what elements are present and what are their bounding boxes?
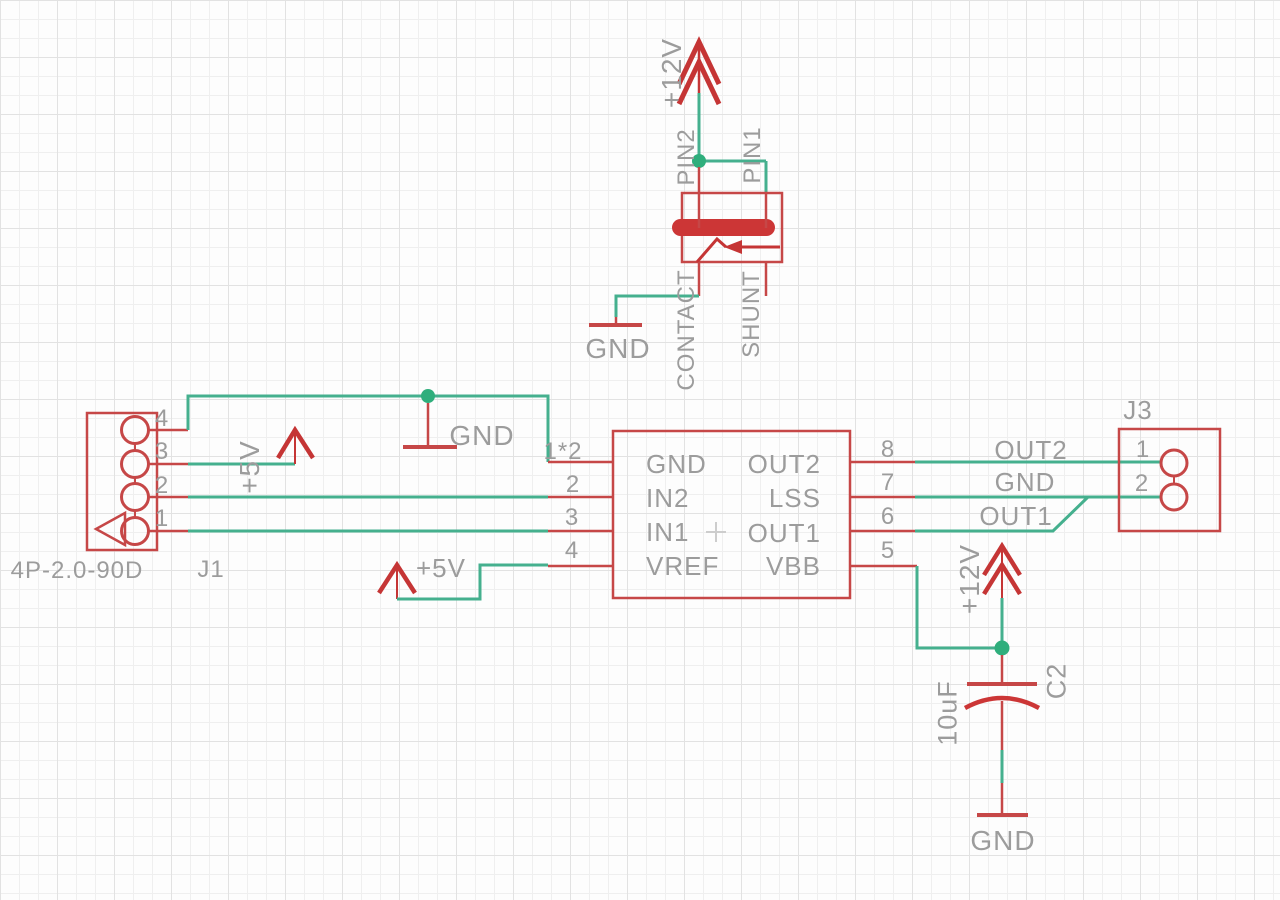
power-label-5v-vref: +5V bbox=[416, 553, 466, 583]
wire-12v-top[interactable] bbox=[697, 93, 768, 193]
j1-pin-number: 3 bbox=[154, 438, 170, 465]
c2-value: 10uF bbox=[932, 680, 963, 746]
gnd-symbol-jumper-icon[interactable] bbox=[589, 317, 642, 327]
net-label-out1: OUT1 bbox=[979, 501, 1053, 531]
gnd-symbol-input-icon[interactable] bbox=[403, 403, 457, 449]
j3-pin-number: 1 bbox=[1135, 436, 1151, 463]
ic-pin-name-out2: OUT2 bbox=[747, 449, 821, 479]
j1-pin-number: 1 bbox=[154, 505, 170, 532]
j3-refdes: J3 bbox=[1123, 395, 1153, 425]
power-flag-12v-top-icon[interactable] bbox=[676, 36, 722, 106]
j1-pin-number: 4 bbox=[154, 405, 170, 432]
jumper-pin2-label: PIN2 bbox=[673, 128, 700, 186]
ic-pin-name-in1: IN1 bbox=[646, 517, 690, 547]
ic-symbol[interactable] bbox=[548, 429, 917, 600]
ic-pin-name-vref: VREF bbox=[646, 551, 720, 581]
ic-pin-number: 6 bbox=[880, 503, 896, 530]
junction-dot bbox=[994, 640, 1010, 656]
ic-pin-number: 2 bbox=[565, 471, 581, 498]
power-label-12v-vbb: +12V bbox=[954, 543, 985, 615]
c2-refdes: C2 bbox=[1041, 662, 1072, 700]
j1-value: 4P-2.0-90D bbox=[10, 557, 144, 584]
ic-pin-number: 8 bbox=[880, 436, 896, 463]
jumper-shunt-label: SHUNT bbox=[738, 270, 765, 358]
wire-vref[interactable] bbox=[397, 563, 548, 601]
ic-pin-number: 1*2 bbox=[543, 438, 583, 465]
power-label-5v-in: +5V bbox=[234, 440, 265, 494]
ic-pin-number: 5 bbox=[880, 537, 896, 564]
jumper-pin1-label: PIN1 bbox=[739, 126, 766, 184]
gnd-label-input: GND bbox=[449, 420, 515, 451]
j3-pin-number: 2 bbox=[1134, 470, 1150, 497]
j1-refdes: J1 bbox=[197, 556, 225, 583]
junction-dot bbox=[692, 154, 706, 168]
gnd-symbol-cap-icon[interactable] bbox=[977, 783, 1028, 817]
wire-out1[interactable] bbox=[915, 495, 1090, 533]
ic-pin-name-lss: LSS bbox=[768, 483, 821, 513]
shunt-jumper-symbol[interactable] bbox=[672, 167, 784, 296]
power-flag-5v-in-icon[interactable] bbox=[276, 425, 315, 464]
j1-connector-symbol[interactable] bbox=[85, 411, 188, 552]
ic-pin-name-in2: IN2 bbox=[646, 483, 690, 513]
ic-pin-number: 7 bbox=[880, 469, 896, 496]
net-label-gnd: GND bbox=[994, 467, 1056, 497]
ic-pin-name-out1: OUT1 bbox=[747, 518, 821, 548]
capacitor-c2-symbol[interactable] bbox=[963, 655, 1041, 750]
ic-pin-number: 3 bbox=[564, 504, 580, 531]
power-flag-12v-vbb-icon[interactable] bbox=[982, 541, 1022, 598]
ic-pin-name-vbb: VBB bbox=[765, 551, 821, 581]
wire-vbb[interactable] bbox=[915, 566, 1004, 783]
j3-connector-symbol[interactable] bbox=[1117, 427, 1222, 533]
wire-gnd-bus[interactable] bbox=[186, 394, 550, 462]
net-label-out2: OUT2 bbox=[994, 435, 1068, 465]
jumper-contact-label: CONTACT bbox=[673, 269, 700, 391]
ic-pin-number: 4 bbox=[564, 537, 580, 564]
gnd-label-jumper: GND bbox=[585, 333, 651, 364]
power-label-12v-top: +12V bbox=[656, 37, 687, 109]
j1-pin-number: 2 bbox=[154, 472, 170, 499]
ic-pin-name-gnd: GND bbox=[646, 449, 707, 479]
wire-contact-gnd[interactable] bbox=[614, 294, 699, 317]
gnd-label-cap: GND bbox=[970, 825, 1036, 856]
power-flag-5v-vref-icon[interactable] bbox=[377, 560, 417, 599]
junction-dot bbox=[421, 389, 435, 403]
